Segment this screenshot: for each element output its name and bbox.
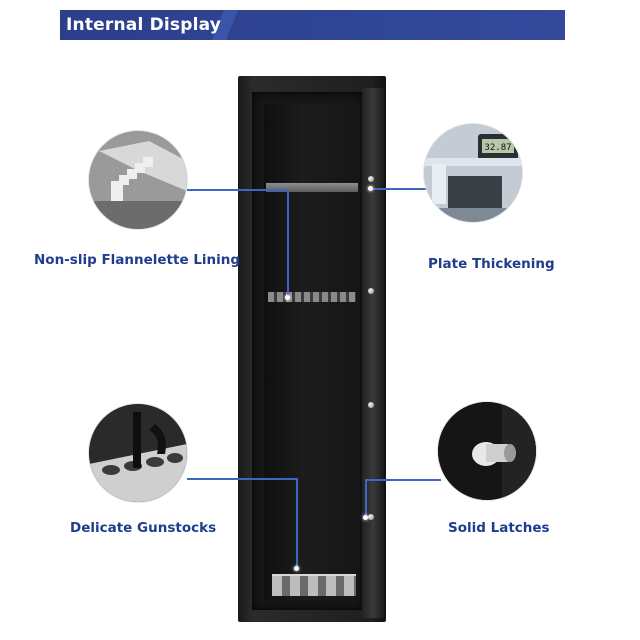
- barrel-rest-bar: [268, 292, 356, 302]
- callout-label-gunstocks: Delicate Gunstocks: [70, 520, 217, 536]
- callout-label-latches: Solid Latches: [448, 520, 550, 536]
- top-shelf: [266, 183, 358, 192]
- gunstock-rest-detail-image: [89, 404, 187, 502]
- latch-bolt: [368, 402, 374, 408]
- plate-thickness-caliper-image: 32.87: [424, 124, 522, 222]
- callout-label-lining: Non-slip Flannelette Lining: [34, 252, 241, 268]
- solid-latch-detail-image: [438, 402, 536, 500]
- callout-line-latches-vertical: [365, 479, 367, 517]
- callout-dot-lining: [285, 295, 290, 300]
- gun-safe-door-edge: [362, 88, 384, 618]
- caliper-readout: 32.87: [484, 143, 511, 153]
- page-title: Internal Display: [66, 15, 222, 35]
- flannelette-lining-detail-image: [89, 131, 187, 229]
- latch-bolt: [368, 514, 374, 520]
- callout-label-plate: Plate Thickening: [428, 256, 555, 272]
- callout-line-lining: [187, 189, 287, 191]
- latch-bolt: [368, 288, 374, 294]
- header-bar: [60, 10, 565, 40]
- callout-dot-plate: [368, 186, 373, 191]
- callout-line-plate: [372, 188, 428, 190]
- callout-line-gunstocks: [187, 478, 297, 480]
- callout-line-gunstocks-vertical: [296, 478, 298, 568]
- gunstock-rest: [272, 574, 356, 596]
- latch-bolt: [368, 176, 374, 182]
- gun-safe-cavity: [264, 104, 360, 600]
- callout-dot-latches: [363, 515, 368, 520]
- callout-dot-gunstocks: [294, 566, 299, 571]
- callout-line-latches: [365, 479, 441, 481]
- callout-line-lining-vertical: [287, 189, 289, 297]
